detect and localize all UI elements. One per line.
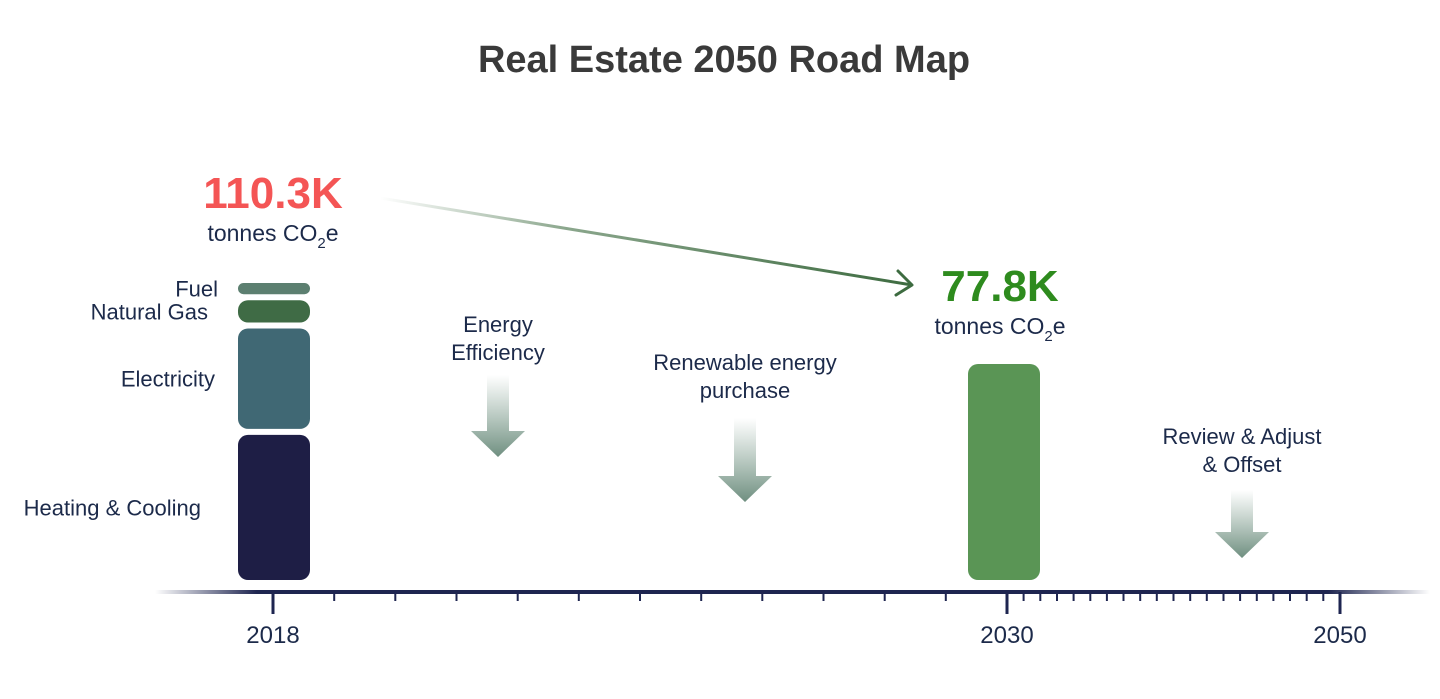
minor-tick	[1272, 592, 1275, 601]
minor-tick	[1305, 592, 1308, 601]
major-tick-2018	[271, 592, 275, 614]
minor-tick	[883, 592, 886, 601]
minor-tick	[1205, 592, 1208, 601]
minor-tick	[1122, 592, 1125, 601]
minor-tick	[394, 592, 397, 601]
minor-tick	[1056, 592, 1058, 601]
minor-tick	[1189, 592, 1192, 601]
trend-arrow-head	[894, 269, 914, 297]
segment-label-electricity: Electricity	[121, 367, 215, 392]
tick-label-2050: 2050	[1313, 622, 1366, 649]
down-arrow-icon	[718, 418, 772, 502]
target-bar-2030	[968, 364, 1040, 580]
minor-tick	[1105, 592, 1108, 601]
action-3: Review & Adjust& Offset	[1163, 424, 1322, 558]
end-unit-label: tonnes CO2e	[934, 313, 1065, 345]
major-tick-2050	[1338, 592, 1342, 614]
segment-natural-gas	[238, 300, 310, 323]
chart-title: Real Estate 2050 Road Map	[478, 39, 970, 81]
timeline-axis	[155, 590, 1430, 594]
minor-tick	[1255, 592, 1258, 601]
down-arrow-icon	[1215, 490, 1269, 558]
start-unit-label: tonnes CO2e	[207, 220, 338, 252]
start-unit-main: tonnes CO	[207, 220, 317, 246]
end-unit-main: tonnes CO	[934, 313, 1044, 339]
minor-tick	[1172, 592, 1175, 601]
axis-tick-labels: 2018 2030 2050	[246, 622, 1366, 649]
minor-tick	[1072, 592, 1075, 601]
minor-tick	[577, 592, 580, 601]
minor-tick	[1222, 592, 1225, 601]
minor-tick	[700, 592, 703, 601]
minor-tick	[516, 592, 519, 601]
minor-tick	[1089, 592, 1092, 601]
start-unit-sub: 2	[317, 235, 325, 252]
action-label: Review & Adjust& Offset	[1163, 424, 1322, 477]
minor-tick	[333, 592, 336, 601]
segment-heating-and-cooling	[238, 434, 310, 580]
minor-tick	[944, 592, 947, 601]
tick-label-2030: 2030	[980, 622, 1033, 649]
segment-label-heating-and-cooling: Heating & Cooling	[24, 496, 201, 521]
end-value-label: 77.8K	[941, 262, 1059, 311]
segment-label-natural-gas: Natural Gas	[91, 299, 208, 324]
start-unit-tail: e	[326, 220, 339, 246]
minor-tick	[1322, 592, 1325, 601]
segment-label-fuel: Fuel	[175, 277, 218, 302]
minor-tick	[1289, 592, 1291, 601]
minor-tick	[1039, 592, 1042, 601]
minor-tick	[1022, 592, 1025, 601]
major-tick-2030	[1005, 592, 1009, 614]
segment-electricity	[238, 328, 310, 429]
start-value-label: 110.3K	[203, 169, 343, 218]
trend-arrow-line	[379, 196, 913, 287]
minor-tick	[1139, 592, 1142, 601]
tick-label-2018: 2018	[246, 622, 299, 649]
minor-tick	[1239, 592, 1242, 601]
axis-ticks	[271, 592, 1342, 614]
end-unit-tail: e	[1053, 313, 1066, 339]
axis-line	[155, 590, 1430, 594]
down-arrow-icon	[471, 375, 525, 457]
trend-arrow	[379, 196, 914, 297]
minor-tick	[455, 592, 458, 601]
minor-tick	[822, 592, 825, 601]
end-unit-sub: 2	[1044, 328, 1052, 345]
minor-tick	[761, 592, 764, 601]
minor-tick	[639, 592, 641, 601]
segment-fuel	[238, 283, 310, 295]
minor-tick	[1155, 592, 1158, 601]
